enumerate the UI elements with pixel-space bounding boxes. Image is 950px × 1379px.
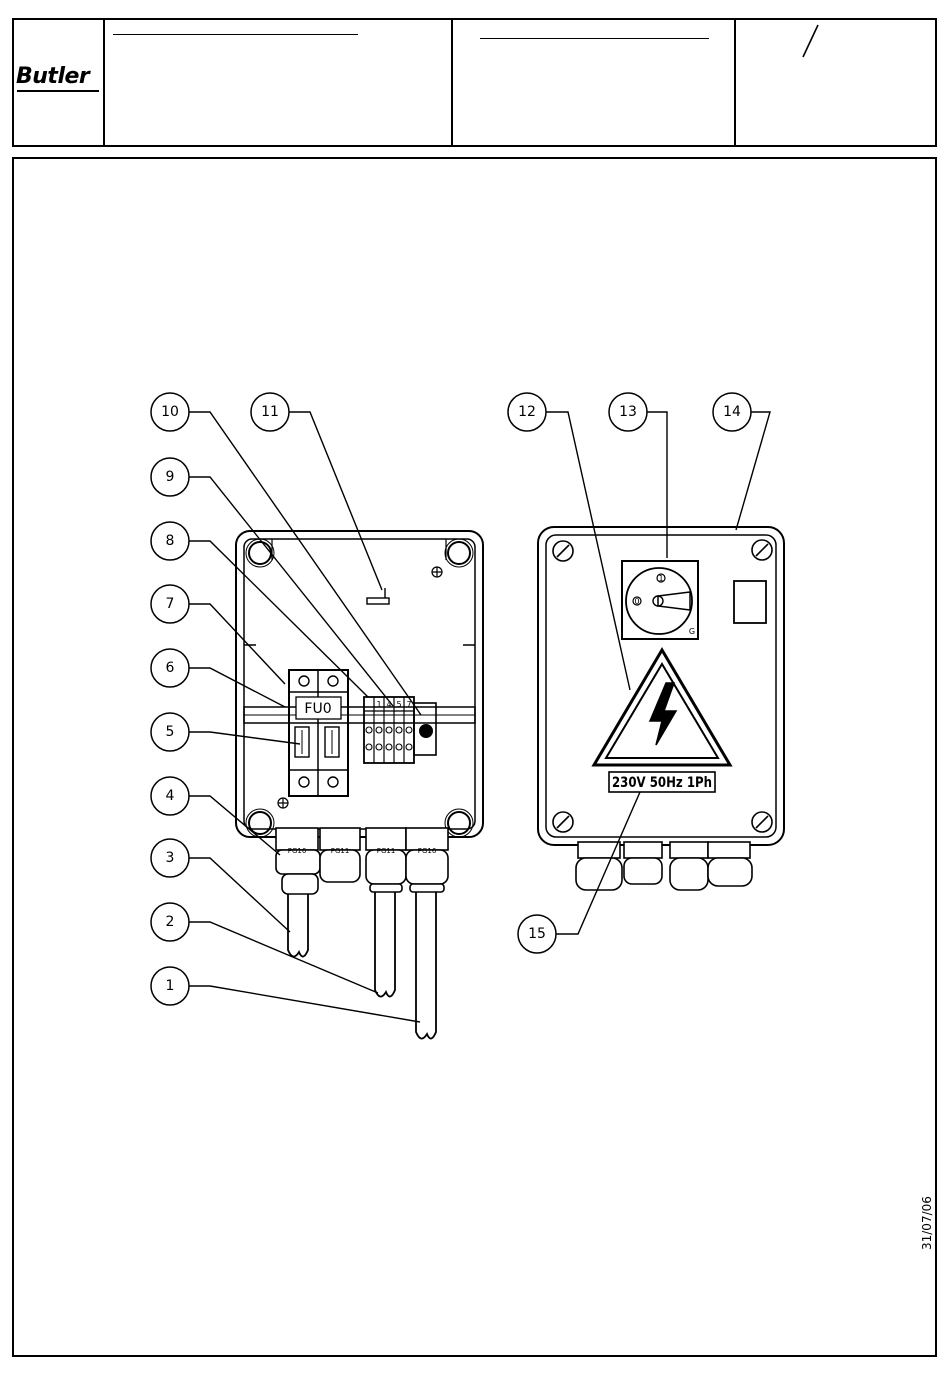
corner-hole-tr	[448, 542, 470, 564]
callout-15: 15	[528, 926, 546, 942]
cable-1	[416, 892, 436, 1039]
corner-hole-br	[448, 812, 470, 834]
cable-clip	[367, 598, 389, 604]
sheet-separator-slash	[803, 25, 818, 57]
mounting-plate-edge	[272, 539, 446, 560]
box-outer-shell	[236, 531, 483, 837]
cable-2	[375, 892, 395, 997]
callout-11: 11	[261, 404, 279, 420]
switch-mark-top: 1	[658, 574, 663, 583]
end-stop-screw	[420, 725, 432, 737]
callout-10: 10	[161, 404, 179, 420]
callout-9: 9	[166, 469, 175, 485]
cables	[288, 892, 436, 1039]
callout-4: 4	[166, 788, 175, 804]
callout-13: 13	[619, 404, 637, 420]
switch-mark-corner: G	[689, 627, 695, 636]
terminal-label-1: 1	[376, 700, 381, 709]
corner-hole-tl	[249, 542, 271, 564]
lightning-bolt-icon	[650, 683, 676, 745]
corner-hole-tl-ring	[246, 539, 274, 567]
callout-2: 2	[166, 914, 175, 930]
leader-lines	[188, 412, 770, 1022]
box-inner-edge	[244, 539, 475, 829]
callout-3: 3	[166, 850, 175, 866]
callout-numbers: 1 2 3 4 5 6 7 8 9 10 11 12 13 14 15	[161, 404, 741, 994]
fuse-label: FU0	[304, 701, 331, 717]
rating-plate-text: 230V 50Hz 1Ph	[612, 775, 712, 791]
gland-label-4: PG16	[418, 847, 437, 855]
corner-hole-bl	[249, 812, 271, 834]
gland-label-3: PG11	[377, 847, 396, 855]
gland-label-2: PG11	[331, 847, 350, 855]
callout-5: 5	[166, 724, 175, 740]
callout-6: 6	[166, 660, 175, 676]
corner-hole-br-ring	[445, 809, 473, 837]
gland-3-body	[366, 850, 406, 884]
corner-hole-bl-ring	[246, 809, 274, 837]
open-control-box	[236, 531, 483, 837]
terminal-label-3: 5	[396, 700, 401, 709]
gland-4-body	[406, 850, 448, 884]
callout-12: 12	[518, 404, 536, 420]
right-cable-glands	[576, 842, 752, 890]
switch-mark-left: 0	[634, 597, 639, 606]
callout-7: 7	[166, 596, 175, 612]
indicator-window	[734, 581, 766, 623]
corner-hole-tr-ring	[445, 539, 473, 567]
callout-14: 14	[723, 404, 741, 420]
callout-1: 1	[166, 978, 175, 994]
cable-3	[288, 894, 308, 957]
gland-label-1: PG16	[288, 847, 307, 855]
callout-8: 8	[166, 533, 175, 549]
